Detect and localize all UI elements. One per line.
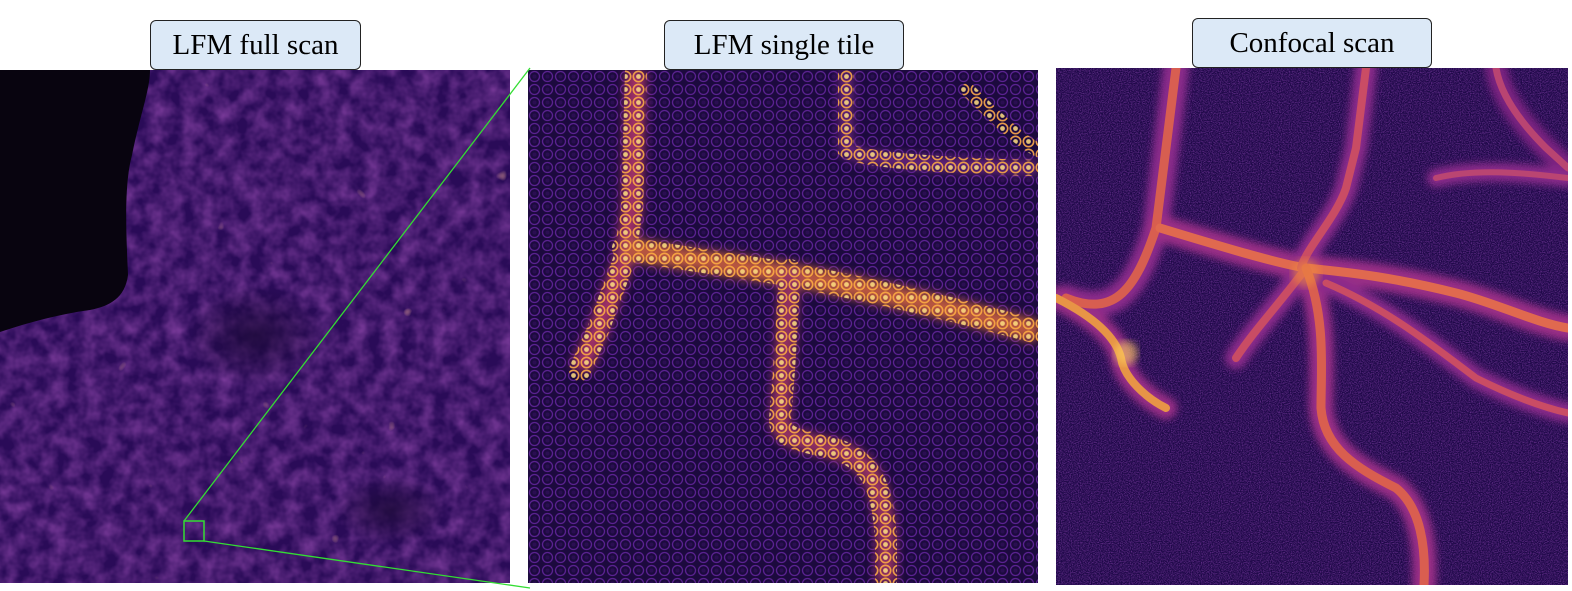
confocal-scan-image <box>1056 68 1568 585</box>
confocal-scan-svg <box>1056 68 1568 585</box>
lfm-full-scan-image <box>0 70 510 583</box>
lfm-single-tile-svg <box>528 70 1038 583</box>
lfm-full-scan-svg <box>0 70 510 583</box>
title-confocal-scan: Confocal scan <box>1192 18 1432 68</box>
title-lfm-single-tile: LFM single tile <box>664 20 904 70</box>
lfm-single-tile-image <box>528 70 1038 583</box>
title-lfm-full-scan: LFM full scan <box>150 20 361 70</box>
